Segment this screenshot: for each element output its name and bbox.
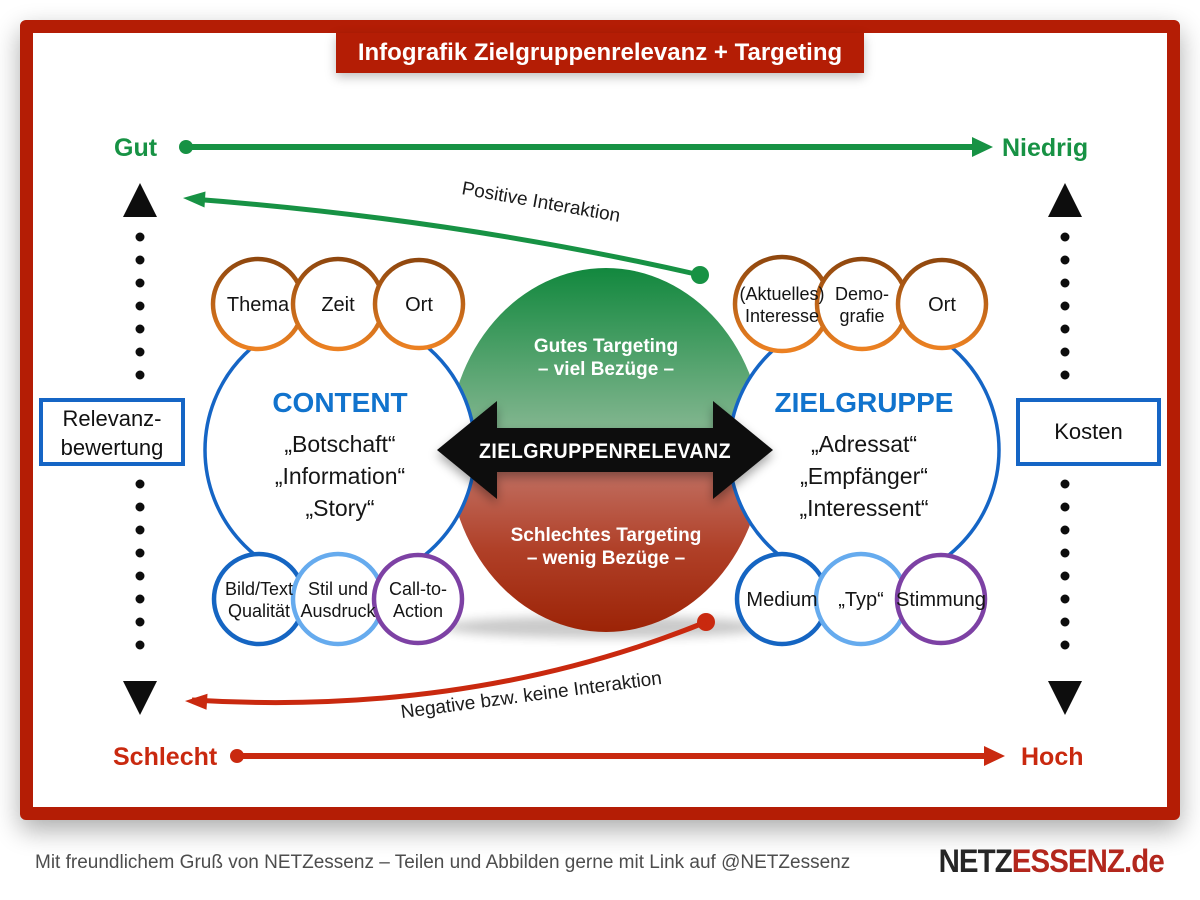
content-line1: „Botschaft“ xyxy=(284,431,395,457)
good-targeting-line1: Gutes Targeting xyxy=(534,336,678,357)
logo-black-part: NETZ xyxy=(938,843,1013,879)
satellite-bildtext xyxy=(211,551,307,647)
satellite-cta-line2: Action xyxy=(393,601,443,621)
relevance-rating-box: Relevanz- bewertung xyxy=(39,398,185,466)
axis-bottom-arrowhead-icon xyxy=(984,746,1005,766)
outer-frame xyxy=(20,20,1180,820)
content-title: CONTENT xyxy=(272,387,407,418)
netzessenz-logo: NETZESSENZ.de xyxy=(938,843,1165,880)
satellite-demografie xyxy=(814,256,910,352)
relevance-arrow-label: ZIELGRUPPENRELEVANZ xyxy=(479,439,731,463)
right-axis-down-arrow-icon xyxy=(1048,681,1082,715)
satellite-typ-label: „Typ“ xyxy=(838,589,884,611)
zielgruppe-line3: „Interessent“ xyxy=(799,495,928,521)
satellite-demografie-line1: Demo- xyxy=(835,284,889,304)
negative-curve xyxy=(191,619,707,706)
diagram-canvas: Gut Niedrig Positive Interaktion Gutes T… xyxy=(113,134,1088,771)
satellite-ort-zielgruppe xyxy=(895,257,989,351)
axis-top-right-label: Niedrig xyxy=(1002,134,1088,162)
satellite-interesse-line2: Interesse xyxy=(745,306,819,326)
title-banner: Infografik Zielgruppenrelevanz + Targeti… xyxy=(336,33,864,73)
positive-curve-label: Positive Interaktion xyxy=(460,178,622,227)
left-axis-up-arrow-icon xyxy=(123,183,157,217)
satellite-cta-line1: Call-to- xyxy=(389,579,447,599)
satellite-stil-line2: Ausdruck xyxy=(300,601,376,621)
bad-targeting-line1: Schlechtes Targeting xyxy=(511,525,702,546)
footer-note: Mit freundlichem Gruß von NETZessenz – T… xyxy=(35,852,851,873)
zielgruppe-line2: „Empfänger“ xyxy=(800,463,928,489)
satellite-bildtext-line2: Qualität xyxy=(228,601,290,621)
axis-top-arrowhead-icon xyxy=(972,137,993,157)
good-targeting-shape xyxy=(448,268,764,450)
satellite-stil-line1: Stil und xyxy=(308,579,368,599)
bad-targeting-line2: – wenig Bezüge – xyxy=(527,548,685,569)
satellite-interesse-line1: (Aktuelles) xyxy=(739,284,824,304)
zielgruppe-title: ZIELGRUPPE xyxy=(775,387,954,418)
good-targeting-line2: – viel Bezüge – xyxy=(538,359,674,380)
satellite-thema-label: Thema xyxy=(227,294,290,316)
satellite-medium-label: Medium xyxy=(746,589,817,611)
positive-curve-arrowhead-icon xyxy=(183,191,206,208)
content-line2: „Information“ xyxy=(275,463,405,489)
relevance-rating-line1: Relevanz- xyxy=(62,406,162,431)
positive-curve xyxy=(191,196,701,278)
satellite-ort-content-label: Ort xyxy=(405,294,433,316)
bad-targeting-shape xyxy=(448,450,764,632)
satellite-zeit-label: Zeit xyxy=(321,294,355,316)
axis-top-left-label: Gut xyxy=(114,134,158,162)
satellite-stimmung-label: Stimmung xyxy=(896,589,986,611)
costs-box: Kosten xyxy=(1016,398,1161,466)
satellite-ort-zielgruppe-label: Ort xyxy=(928,294,956,316)
left-axis-down-arrow-icon xyxy=(123,681,157,715)
logo-red-part: ESSENZ.de xyxy=(1011,843,1165,879)
satellite-stil xyxy=(290,551,386,647)
satellite-cta xyxy=(371,552,465,646)
axis-bottom-left-label: Schlecht xyxy=(113,743,218,771)
satellite-bildtext-line1: Bild/Text xyxy=(225,579,293,599)
relevance-double-arrow xyxy=(437,401,773,499)
right-axis-up-arrow-icon xyxy=(1048,183,1082,217)
axis-bottom-right-label: Hoch xyxy=(1021,743,1084,771)
content-line3: „Story“ xyxy=(306,495,375,521)
satellite-stimmung xyxy=(894,552,988,646)
zielgruppe-line1: „Adressat“ xyxy=(811,431,917,457)
satellite-ort-content xyxy=(372,257,466,351)
satellite-demografie-line2: grafie xyxy=(839,306,884,326)
negative-curve-arrowhead-icon xyxy=(185,693,208,710)
relevance-rating-line2: bewertung xyxy=(60,435,164,460)
